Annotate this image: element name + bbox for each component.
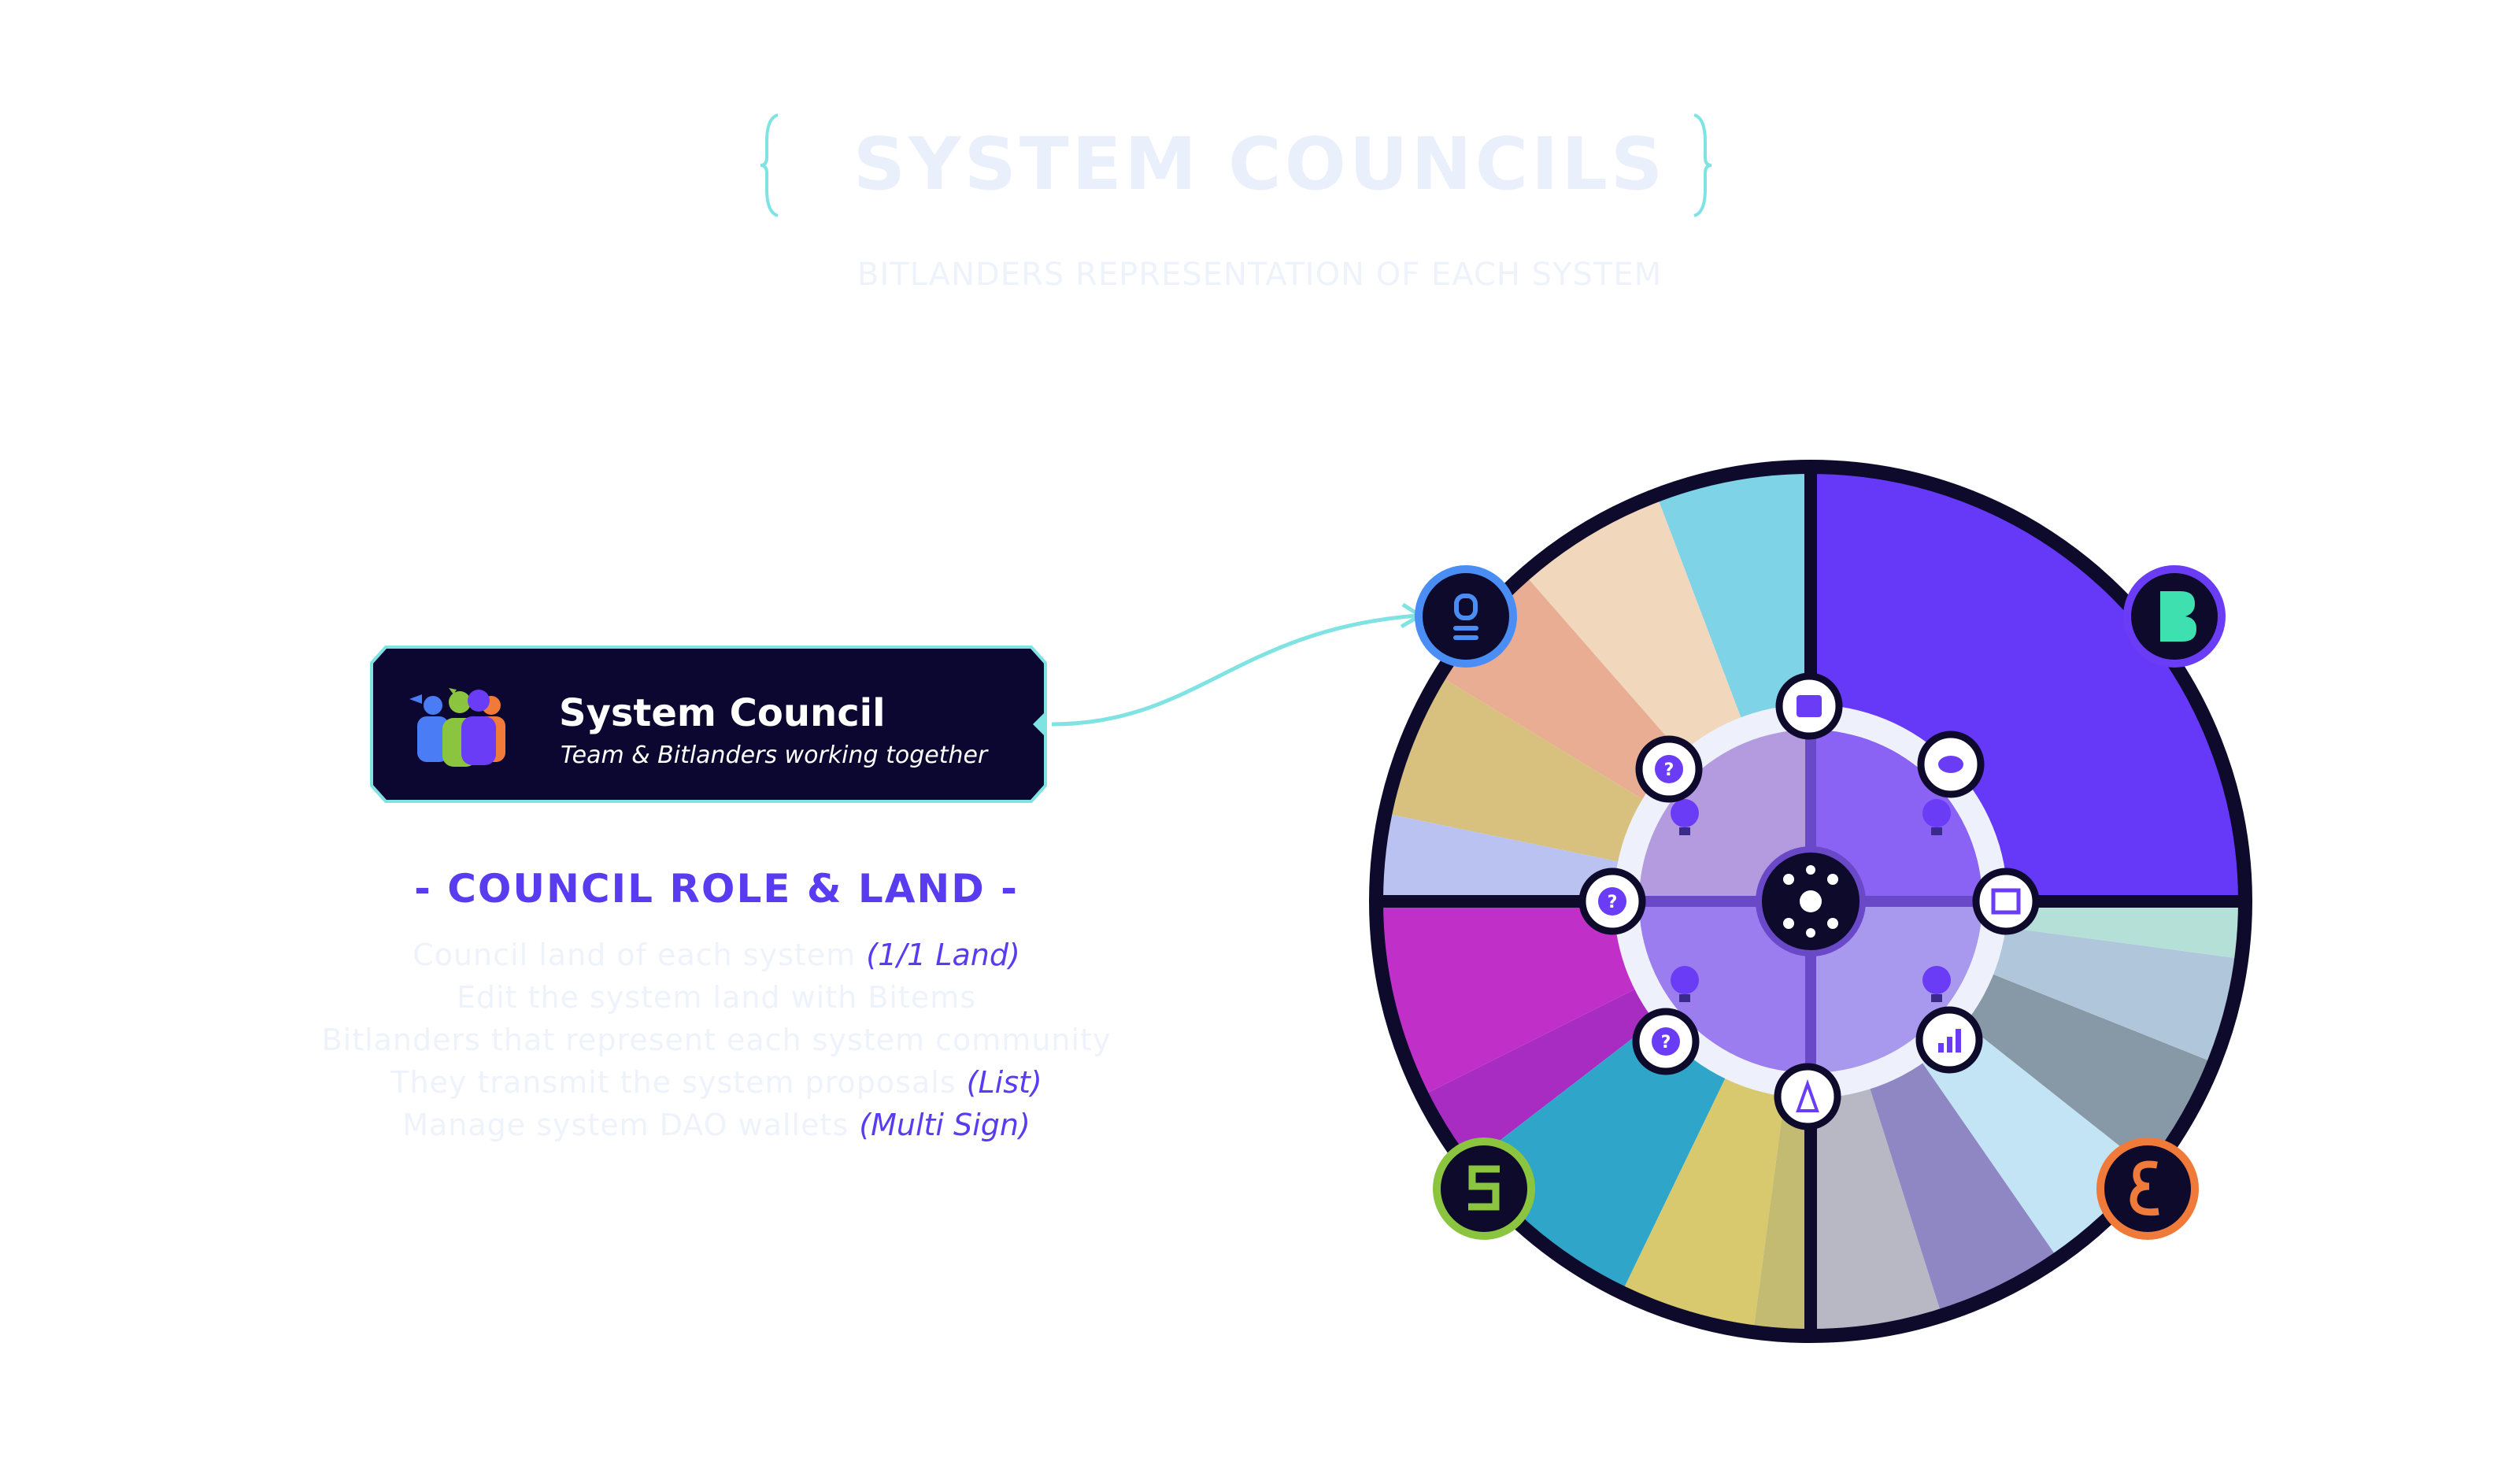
team-people-icon (409, 688, 505, 767)
title-brackets (760, 113, 1712, 217)
tower-icon (1796, 1078, 1819, 1112)
system-logo-icon (1454, 594, 1478, 620)
s-logo-icon (1468, 1165, 1500, 1211)
ring-node-cards[interactable] (1775, 672, 1843, 740)
e-system-badge[interactable] (2096, 1138, 2199, 1240)
title-block: SYSTEM COUNCILS (756, 110, 1763, 220)
b-system-badge[interactable] (2123, 565, 2226, 668)
lightbulb-icon (1671, 966, 1699, 1002)
ring-node-tower[interactable] (1774, 1063, 1841, 1130)
chart-icon (1938, 1029, 1961, 1053)
role-item-text: Edit the system land with Bitems (456, 980, 977, 1015)
card-background (370, 646, 1047, 803)
page-title: SYSTEM COUNCILS (853, 122, 1667, 206)
system-council-card[interactable]: System Council Team & Bitlanders working… (370, 646, 1047, 803)
lightbulb-icon (1922, 799, 1951, 835)
ring-node-frame[interactable] (1972, 868, 2040, 935)
role-item-tag: (1/1 Land) (866, 938, 1020, 972)
mask-icon (1938, 756, 1963, 773)
role-item-tag: (Multi Sign) (859, 1108, 1031, 1142)
role-item: Manage system DAO wallets (Multi Sign) (236, 1104, 1197, 1146)
role-item: Bitlanders that represent each system co… (236, 1019, 1197, 1061)
question-icon (1655, 755, 1683, 783)
system-councils-wheel: ? ? ? (1369, 460, 2252, 1343)
role-item: Edit the system land with Bitems (236, 976, 1197, 1019)
ring-node-chart[interactable] (1915, 1006, 1983, 1074)
question-mark: ? (1608, 893, 1618, 912)
frame-icon (1991, 888, 2021, 915)
council-role-list: Council land of each system (1/1 Land) E… (236, 934, 1197, 1146)
role-item-text: Manage system DAO wallets (402, 1108, 860, 1142)
question-mark: ? (1664, 760, 1674, 780)
question-mark: ? (1661, 1033, 1671, 1053)
question-icon (1652, 1027, 1680, 1056)
role-item-tag: (List) (966, 1065, 1042, 1100)
page-subtitle: BITLANDERS REPRESENTATION OF EACH SYSTEM (857, 257, 1663, 293)
question-icon (1598, 887, 1626, 916)
role-item-text: Council land of each system (413, 938, 867, 972)
role-item-text: Bitlanders that represent each system co… (321, 1023, 1112, 1057)
blue-system-badge[interactable] (1415, 565, 1517, 668)
ring-node-question-2[interactable]: ? (1578, 868, 1646, 935)
ring-node-question-3[interactable]: ? (1635, 735, 1703, 803)
ring-node-mask[interactable] (1917, 731, 1985, 798)
role-item: They transmit the system proposals (List… (236, 1061, 1197, 1104)
b-logo-icon (2160, 591, 2196, 642)
role-item-text: They transmit the system proposals (390, 1065, 967, 1100)
council-role-heading: - COUNCIL ROLE & LAND - (414, 866, 1019, 912)
role-item: Council land of each system (1/1 Land) (236, 934, 1197, 976)
ring-node-question-1[interactable]: ? (1632, 1008, 1700, 1075)
e-logo-icon (2130, 1160, 2159, 1216)
s-system-badge[interactable] (1433, 1138, 1535, 1240)
card-subtitle: Team & Bitlanders working together (561, 742, 988, 769)
star-icon (1800, 890, 1822, 912)
outer-ring (1369, 460, 2252, 1343)
lightbulb-icon (1671, 799, 1699, 835)
lightbulb-icon (1922, 966, 1951, 1002)
cards-icon (1797, 695, 1822, 717)
card-title: System Council (559, 691, 886, 735)
